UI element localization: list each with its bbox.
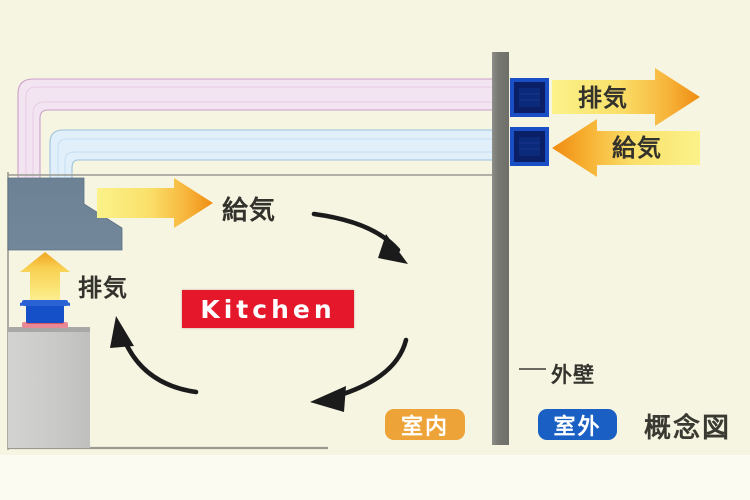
exhaust-air-outdoor-label: 排気: [578, 84, 628, 112]
exhaust-duct: [17, 78, 505, 200]
supply-air-indoor-label: 給気: [222, 196, 277, 226]
kitchen-tag-text: Kitchen: [200, 294, 336, 324]
supply-air-outdoor-label: 給気: [612, 134, 662, 162]
indoor-pill: 室内: [385, 409, 465, 440]
outdoor-pill: 室外: [538, 409, 617, 440]
supply-arrow-outdoor: [552, 119, 700, 177]
supply-vent: [510, 127, 549, 166]
exterior-wall: [492, 52, 509, 445]
supply-duct: [49, 129, 505, 200]
exhaust-air-indoor-label: 排気: [78, 274, 128, 302]
paper-footer-background: [0, 455, 750, 500]
range-hood: [7, 177, 123, 251]
concept-drawing-label: 概念図: [644, 413, 731, 444]
kitchen-tag: Kitchen: [182, 290, 354, 328]
cooking-pot: [20, 300, 70, 323]
circulation-arrows: [110, 211, 409, 412]
exhaust-arrow-outdoor: [552, 68, 700, 126]
exhaust-vent: [510, 78, 549, 117]
supply-arrow-indoor: [97, 178, 213, 228]
exterior-wall-label: 外壁: [551, 363, 595, 387]
stove-counter: [8, 327, 90, 448]
